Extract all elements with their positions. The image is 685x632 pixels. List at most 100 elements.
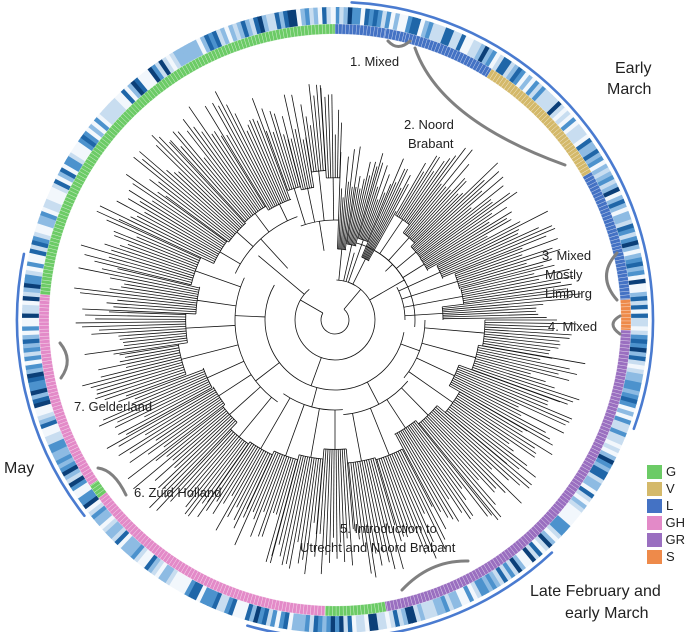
tree-branch	[113, 306, 197, 313]
tree-branch	[288, 457, 311, 569]
heat-cell	[63, 467, 81, 481]
tree-branch	[118, 389, 216, 447]
tree-branch	[313, 95, 322, 171]
tree-branch	[419, 192, 511, 259]
heat-cell	[321, 7, 328, 25]
tree-branch	[366, 183, 392, 242]
heat-cell	[546, 101, 563, 117]
heat-cell	[342, 615, 349, 632]
tree-branch	[193, 126, 257, 213]
tree-branch	[106, 219, 200, 261]
tree-branch	[378, 458, 405, 537]
heat-cell	[487, 571, 501, 589]
heat-cell	[150, 559, 165, 576]
tree-branch	[458, 259, 551, 286]
tree-branch	[426, 416, 497, 489]
tree-branch	[123, 337, 187, 347]
heat-cell	[598, 449, 617, 462]
tree-branch	[130, 216, 216, 261]
heat-cell	[31, 239, 50, 249]
tree-branch	[361, 165, 388, 240]
region-cell	[620, 299, 631, 304]
tree-arc	[395, 214, 410, 225]
tree-branch	[285, 404, 305, 456]
heat-cell	[623, 248, 641, 258]
tree-branch	[346, 186, 357, 245]
cluster-2-label-line2: Brabant	[408, 136, 454, 151]
tree-branch	[483, 338, 559, 349]
region-cell	[329, 23, 334, 35]
tree-branch	[396, 171, 425, 217]
tree-branch	[118, 393, 218, 457]
tree-branch	[275, 458, 294, 515]
tree-branch	[197, 299, 237, 307]
tree-branch	[117, 379, 209, 423]
heat-cell	[70, 147, 88, 162]
tree-branch	[420, 421, 502, 518]
tree-branch	[458, 393, 523, 433]
tree-branch	[80, 292, 197, 306]
tree-branch	[187, 434, 238, 494]
heat-cell	[191, 39, 205, 57]
tree-branch	[180, 146, 247, 221]
tree-branch	[376, 459, 402, 542]
tree-branch	[483, 340, 551, 352]
tree-branch	[281, 116, 302, 191]
heat-cell	[466, 39, 479, 58]
heat-cell	[244, 18, 255, 37]
heat-cell	[37, 410, 55, 421]
heat-cell	[387, 610, 396, 629]
heat-cell	[543, 527, 559, 543]
heat-cell	[85, 126, 103, 142]
heat-cell	[257, 15, 267, 34]
heat-cell	[575, 488, 593, 503]
heat-cell	[65, 470, 83, 485]
heat-cell	[624, 252, 642, 262]
heat-cell	[99, 109, 116, 126]
tree-branch	[451, 381, 546, 433]
tree-branch	[414, 190, 483, 251]
heat-cell	[411, 604, 422, 623]
heat-cell	[582, 478, 600, 493]
heat-cell	[38, 414, 57, 425]
tree-branch	[335, 449, 338, 559]
heat-cell	[339, 7, 345, 25]
tree-arc	[300, 219, 339, 227]
heat-cell	[61, 463, 79, 477]
heat-cell	[384, 11, 393, 30]
tree-branch	[149, 420, 236, 509]
heat-cell	[28, 251, 47, 261]
tree-branch	[415, 176, 504, 252]
tree-branch	[370, 458, 391, 534]
heat-cell	[540, 94, 557, 111]
heat-cell	[55, 174, 74, 187]
tree-branch	[129, 395, 219, 454]
tree-branch	[395, 433, 447, 530]
heat-cell	[27, 374, 46, 383]
heat-cell	[630, 300, 648, 307]
heat-cell	[552, 107, 569, 123]
heat-cell	[34, 226, 53, 237]
heat-cell	[606, 194, 624, 207]
heat-cell	[184, 43, 197, 61]
tree-branch	[132, 183, 225, 246]
tree-branch	[233, 452, 269, 521]
tree-branch	[410, 180, 467, 240]
tree-branch	[207, 360, 245, 379]
tree-arc	[320, 308, 350, 335]
tree-branch	[85, 314, 186, 318]
heat-cell	[136, 548, 152, 566]
heat-cell	[613, 215, 632, 226]
heat-cell	[404, 15, 414, 34]
heat-cell	[578, 141, 595, 156]
tree-arc	[336, 279, 356, 286]
tree-branch	[463, 288, 567, 304]
heat-cell	[61, 162, 80, 176]
heat-cell	[545, 524, 562, 540]
heat-cell	[248, 17, 259, 36]
tree-arc	[283, 393, 343, 411]
tree-branch	[406, 164, 470, 237]
tree-branch	[331, 94, 334, 178]
heat-cell	[424, 21, 435, 40]
tree-branch	[304, 458, 319, 575]
